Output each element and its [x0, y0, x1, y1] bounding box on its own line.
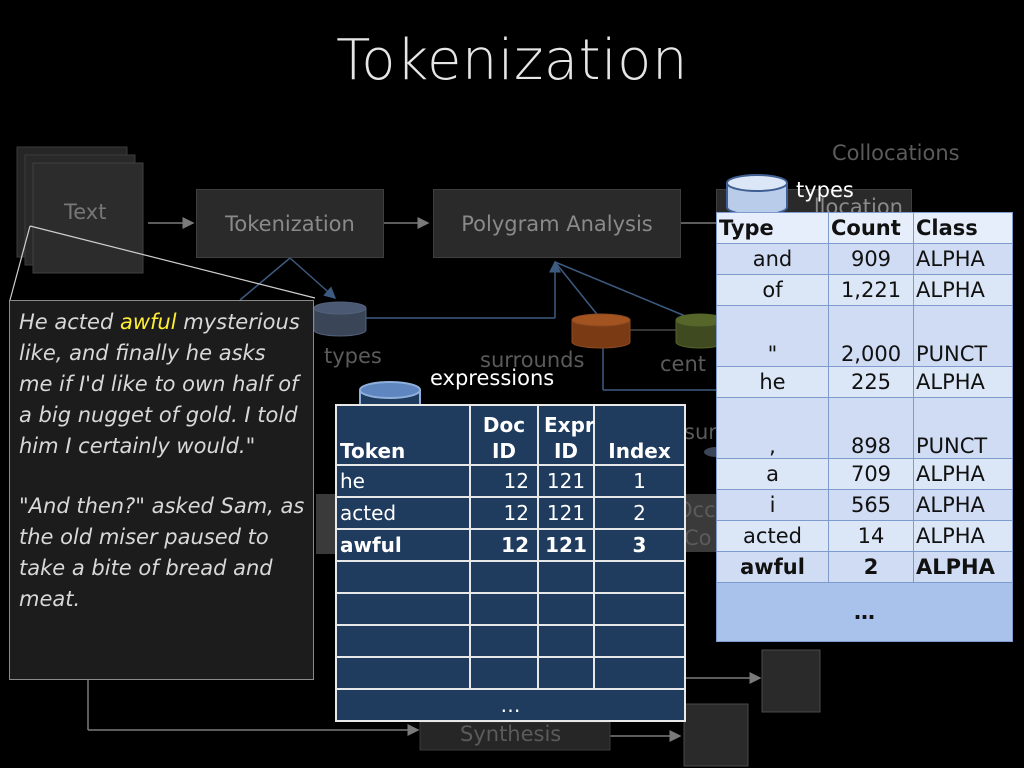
ellipsis-row: …: [716, 582, 1013, 642]
token-cell: he: [335, 464, 471, 498]
class-cell: PUNCT: [913, 397, 1013, 459]
expressions-table: Token Doc ID Expr ID Index he 12 121 1 a…: [335, 404, 686, 724]
col-header-index: Index: [593, 404, 686, 466]
quote-text-after: mysterious like, and finally he asks me …: [19, 310, 300, 458]
class-cell: ALPHA: [913, 366, 1013, 398]
polygram-analysis-box: Polygram Analysis: [433, 189, 681, 258]
count-cell: 909: [828, 243, 914, 275]
tokenization-step-box: Tokenization: [196, 189, 384, 258]
surrounds-cylinder-faint: [571, 313, 631, 349]
types-database-icon: [726, 174, 788, 216]
ellipsis-row: …: [335, 688, 686, 722]
type-cell: ,: [716, 397, 829, 459]
type-cell: acted: [716, 520, 829, 552]
class-cell: ALPHA: [913, 458, 1013, 490]
type-cell: and: [716, 243, 829, 275]
type-cell: of: [716, 274, 829, 306]
table-row: acted 14 ALPHA: [716, 520, 1013, 552]
slide-title: Tokenization: [336, 28, 688, 93]
types-table: Type Count Class and 909 ALPHA of 1,221 …: [716, 212, 1013, 642]
source-text-quote: He acted awful mysterious like, and fina…: [9, 300, 314, 680]
collocations-label: Collocations: [832, 141, 960, 165]
table-row-highlighted: awful 12 121 3: [335, 528, 686, 562]
index-cell: 2: [593, 496, 686, 530]
expressions-label: expressions: [430, 366, 555, 390]
types-cylinder-faint: [313, 301, 367, 337]
col-header-type: Type: [716, 212, 829, 244]
expr-id-cell: 121: [537, 496, 595, 530]
synthesis-label: Synthesis: [460, 722, 562, 746]
polygram-analysis-label: Polygram Analysis: [461, 211, 653, 236]
co-label: Co: [684, 526, 712, 550]
table-row: of 1,221 ALPHA: [716, 274, 1013, 306]
table-row: a 709 ALPHA: [716, 458, 1013, 490]
col-header-expr-id: Expr ID: [537, 404, 595, 466]
ellipsis-cell: …: [335, 688, 686, 722]
index-cell: 1: [593, 464, 686, 498]
expr-id-cell: 121: [537, 528, 595, 562]
table-row: " 2,000 PUNCT: [716, 305, 1013, 367]
types-label: types: [796, 178, 854, 202]
types-header-row: Type Count Class: [716, 212, 1013, 244]
ellipsis-cell: …: [716, 582, 1013, 642]
type-cell: i: [716, 489, 829, 521]
type-cell: ": [716, 305, 829, 367]
doc-id-cell: 12: [469, 496, 539, 530]
doc-id-cell: 12: [469, 464, 539, 498]
quote-text-before: He acted: [19, 310, 120, 334]
col-header-count: Count: [828, 212, 914, 244]
highlighted-token: awful: [119, 310, 177, 334]
class-cell: ALPHA: [913, 551, 1013, 583]
empty-row: [335, 656, 686, 690]
doc-id-cell: 12: [469, 528, 539, 562]
empty-row: [335, 560, 686, 594]
count-cell: 709: [828, 458, 914, 490]
class-cell: ALPHA: [913, 243, 1013, 275]
token-cell: awful: [335, 528, 471, 562]
type-cell: awful: [716, 551, 829, 583]
index-cell: 3: [593, 528, 686, 562]
count-cell: 14: [828, 520, 914, 552]
count-cell: 898: [828, 397, 914, 459]
surrounds-label: surrounds: [480, 348, 585, 372]
count-cell: 2,000: [828, 305, 914, 367]
empty-row: [335, 592, 686, 626]
centers-label: cent: [660, 352, 707, 376]
token-cell: acted: [335, 496, 471, 530]
type-cell: he: [716, 366, 829, 398]
table-row: i 565 ALPHA: [716, 489, 1013, 521]
col-header-doc-id: Doc ID: [469, 404, 539, 466]
expr-id-cell: 121: [537, 464, 595, 498]
count-cell: 565: [828, 489, 914, 521]
table-row: , 898 PUNCT: [716, 397, 1013, 459]
types-faint-label: types: [324, 344, 382, 368]
type-cell: a: [716, 458, 829, 490]
table-row: he 12 121 1: [335, 464, 686, 498]
col-header-class: Class: [913, 212, 1013, 244]
tokenization-step-label: Tokenization: [225, 211, 355, 236]
expressions-header-row: Token Doc ID Expr ID Index: [335, 404, 686, 466]
class-cell: ALPHA: [913, 274, 1013, 306]
sur-label: sur: [684, 420, 717, 444]
table-row: acted 12 121 2: [335, 496, 686, 530]
text-box-label: Text: [64, 200, 107, 224]
empty-row: [335, 624, 686, 658]
quote-paragraph-2: "And then?" asked Sam, as the old miser …: [19, 494, 305, 611]
count-cell: 2: [828, 551, 914, 583]
class-cell: ALPHA: [913, 489, 1013, 521]
col-header-token: Token: [335, 404, 471, 466]
table-row: he 225 ALPHA: [716, 366, 1013, 398]
class-cell: PUNCT: [913, 305, 1013, 367]
count-cell: 1,221: [828, 274, 914, 306]
table-row: and 909 ALPHA: [716, 243, 1013, 275]
count-cell: 225: [828, 366, 914, 398]
class-cell: ALPHA: [913, 520, 1013, 552]
table-row-highlighted: awful 2 ALPHA: [716, 551, 1013, 583]
